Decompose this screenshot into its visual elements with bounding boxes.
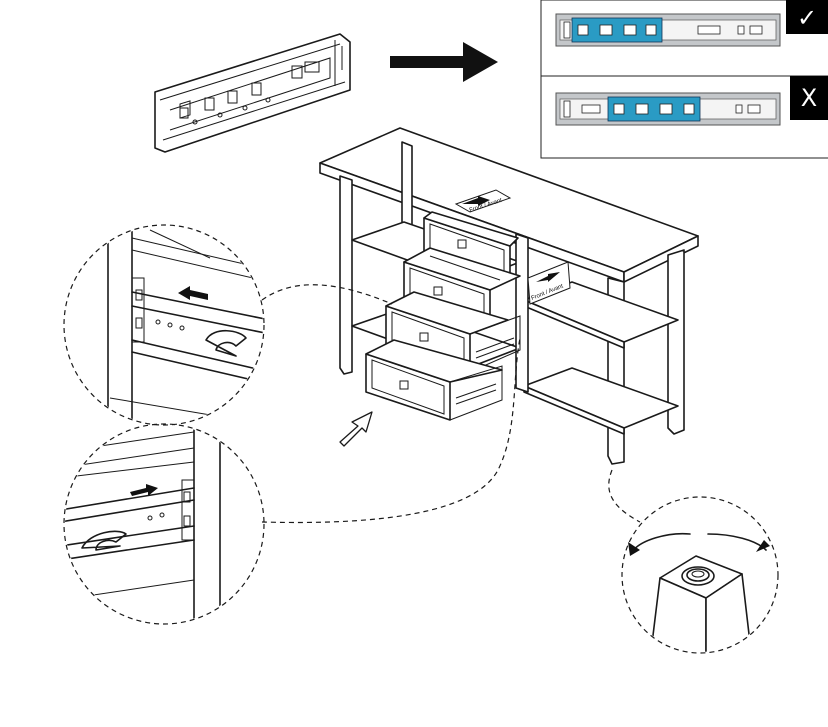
- incorrect-rail: [555, 92, 781, 126]
- detail-circle-upper: [63, 224, 265, 426]
- x-icon: X: [801, 84, 817, 112]
- detail-circle-lower: [63, 423, 265, 625]
- front-label-side: Front / Avant: [527, 261, 571, 305]
- pointer-arrow-icon: [339, 411, 373, 447]
- arrow-left-icon: [178, 286, 208, 300]
- drawer-slide-illustration: [154, 33, 351, 153]
- rotate-icon: [628, 532, 770, 556]
- table-illustration: Front / Avant Front / Avant: [319, 127, 699, 465]
- correct-rail: [555, 13, 781, 47]
- check-icon: ✓: [797, 4, 817, 32]
- detail-circle-foot: [621, 496, 779, 654]
- arrow-right-icon: [390, 42, 498, 82]
- arrow-right-small-icon: [130, 484, 158, 496]
- comparison-panel: ✓ X: [540, 0, 828, 159]
